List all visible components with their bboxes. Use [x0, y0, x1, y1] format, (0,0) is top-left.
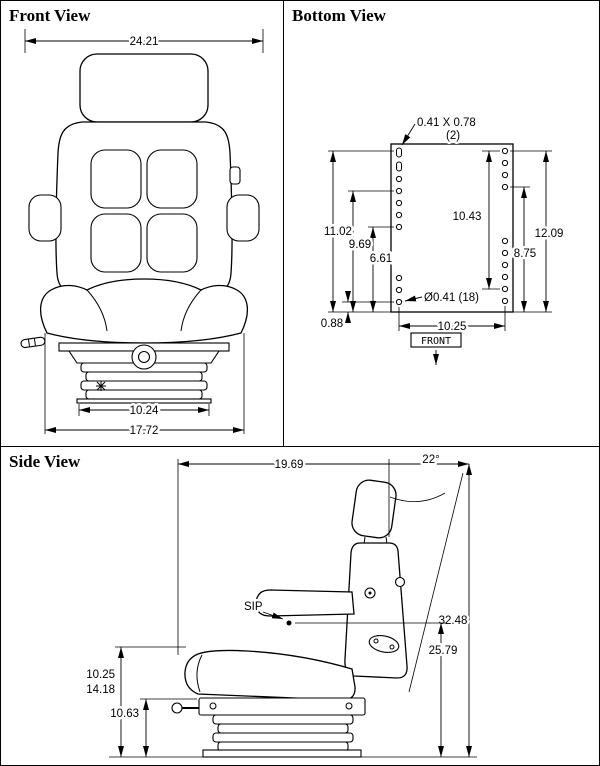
adjuster-star	[96, 381, 106, 391]
side-view-dimensions: 19.69 22° 32.48 25.79 SIP	[84, 452, 477, 758]
armrest-side	[255, 589, 355, 617]
side-view-drawing: 19.69 22° 32.48 25.79 SIP	[84, 452, 477, 758]
left-outer-dim: 11.02	[324, 226, 352, 238]
mounting-holes-left	[395, 175, 403, 306]
left-inner-dim: 6.61	[370, 253, 392, 265]
base-width-dim: 10.24	[130, 405, 159, 417]
suspension-knob	[131, 344, 157, 370]
front-direction-label: FRONT	[421, 336, 451, 347]
front-view-panel: 24.21 10.24 17.72 Front View	[1, 1, 284, 447]
headrest-front	[79, 53, 209, 123]
bottom-view-panel: 0.41 X 0.78 (2) 11.02 9.69 6.61 10.43	[284, 1, 599, 447]
frame-width-dim: 17.72	[130, 425, 159, 437]
front-seat-outline	[20, 53, 260, 404]
total-height-dim: 32.48	[439, 615, 468, 627]
backrest-front	[55, 121, 233, 295]
left-armrest	[28, 194, 62, 242]
right-armrest	[226, 194, 260, 242]
left-lever	[20, 336, 46, 349]
front-label-box	[410, 332, 462, 348]
collapsed-height-dim: 10.63	[110, 708, 139, 720]
left-mid-dim: 9.69	[349, 239, 371, 251]
hole-diameter-label: Ø0.41 (18)	[424, 292, 479, 304]
front-view-title: Front View	[9, 6, 91, 25]
suspension-bellows-side	[212, 714, 354, 752]
bottom-view-drawing: 0.41 X 0.78 (2) 11.02 9.69 6.61 10.43	[318, 115, 566, 365]
bottom-view-title: Bottom View	[292, 6, 386, 25]
right-mid-dim: 8.75	[514, 248, 536, 260]
front-view-dimensions: 24.21 10.24 17.72	[24, 29, 264, 440]
side-view-panel: 19.69 22° 32.48 25.79 SIP	[1, 447, 599, 765]
bottom-view-dimensions: 0.41 X 0.78 (2) 11.02 9.69 6.61 10.43	[318, 115, 566, 365]
overall-width-dim: 24.21	[130, 36, 159, 48]
side-mechanism-plate	[368, 635, 400, 653]
sip-label: SIP	[244, 601, 263, 613]
seat-cushion-front	[40, 278, 248, 344]
suspension-frame-side	[198, 697, 366, 716]
backrest-panel	[90, 213, 142, 273]
backrest-panel	[90, 149, 142, 209]
backrest-panel	[146, 149, 198, 209]
right-outer-dim: 12.09	[535, 228, 564, 240]
mounting-slot	[396, 147, 402, 158]
mounting-holes-right	[501, 147, 509, 305]
mounting-plate	[390, 143, 514, 313]
right-inner-dim: 10.43	[453, 211, 482, 223]
suspension-bellows	[80, 362, 208, 400]
base-plate-side	[202, 749, 362, 758]
right-lever	[229, 166, 241, 185]
sip-point	[286, 620, 292, 626]
backrest-panel	[146, 213, 198, 273]
headrest-side	[351, 479, 397, 539]
height-lever	[171, 702, 199, 714]
base-plate-front	[76, 398, 212, 404]
side-seat-outline	[171, 479, 408, 758]
sip-height-dim: 25.79	[429, 645, 458, 657]
bottom-offset-dim: 0.88	[321, 318, 343, 330]
slot-count-label: (2)	[446, 130, 460, 142]
recline-knob	[394, 576, 406, 588]
seat-cushion-side	[184, 649, 356, 701]
hole-span-dim: 10.25	[438, 321, 467, 333]
mounting-slot	[396, 161, 402, 172]
side-view-title: Side View	[9, 452, 81, 471]
slot-size-label: 0.41 X 0.78	[417, 117, 476, 129]
back-angle-dim: 22°	[422, 454, 439, 466]
front-view-drawing: 24.21 10.24 17.72	[20, 29, 264, 440]
min-height-dim: 10.25	[86, 669, 115, 681]
max-height-dim: 14.18	[86, 684, 115, 696]
depth-dim: 19.69	[275, 459, 304, 471]
